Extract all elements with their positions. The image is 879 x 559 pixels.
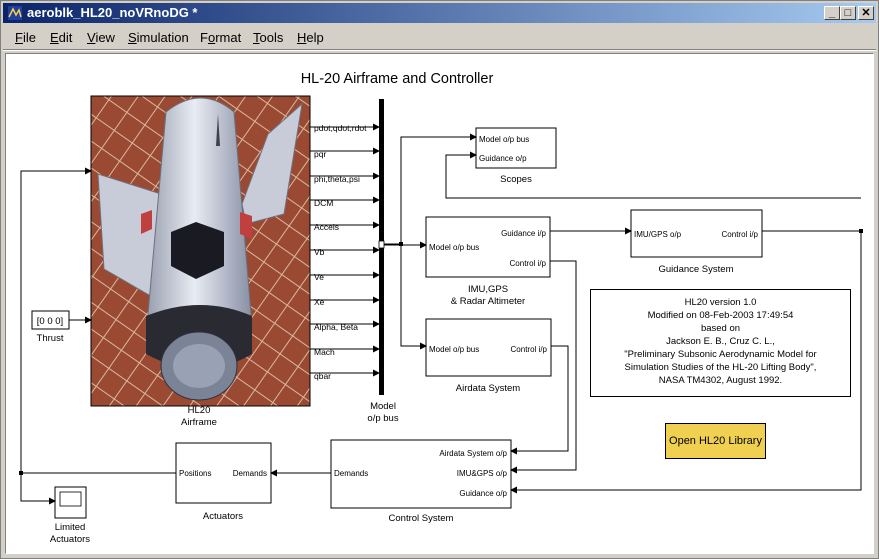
control-out-label: Airdata System o/p	[439, 449, 507, 458]
model-info-annotation: HL20 version 1.0 Modified on 08-Feb-2003…	[590, 289, 851, 397]
info-line: "Preliminary Subsonic Aerodynamic Model …	[624, 349, 817, 360]
bus-port-marker	[378, 240, 385, 249]
block-diagram: HL-20 Airframe and Controller HL20	[19, 71, 863, 545]
simulink-app-icon	[8, 6, 22, 20]
close-button[interactable]: ✕	[858, 6, 874, 20]
menu-file[interactable]: File	[15, 30, 36, 45]
control-out-label: Guidance o/p	[459, 489, 507, 498]
scopes-in-label: Model o/p bus	[479, 135, 529, 144]
imu-out-label: Control i/p	[510, 259, 547, 268]
scope-screen-icon	[59, 491, 82, 507]
info-line: Jackson E. B., Cruz C. L.,	[666, 336, 775, 347]
hl20-aircraft-image	[97, 97, 303, 401]
airframe-outputs: pdot,qdot,rdot pqr phi,theta,psi DCM Acc…	[310, 123, 380, 381]
control-in-label: Demands	[334, 469, 368, 478]
guidance-out-label: Control i/p	[722, 230, 759, 239]
airframe-out-label: Alpha, Beta	[314, 322, 358, 332]
branch-point	[859, 229, 863, 233]
model-canvas[interactable]: HL-20 Airframe and Controller HL20	[5, 53, 874, 554]
control-system-block[interactable]	[330, 439, 512, 509]
airframe-out-label: Mach	[314, 347, 335, 357]
signal-lines	[20, 133, 862, 505]
scopes-in-label: Guidance o/p	[479, 154, 527, 163]
limited-scope-name-line1: Limited	[55, 522, 86, 533]
menu-separator	[3, 49, 876, 51]
airdata-name: Airdata System	[456, 383, 520, 394]
guidance-name: Guidance System	[659, 264, 734, 275]
imu-name-line2: & Radar Altimeter	[451, 296, 525, 307]
menu-edit[interactable]: Edit	[50, 30, 73, 45]
bus-name-line1: Model	[370, 401, 396, 412]
info-line: NASA TM4302, August 1992.	[658, 375, 783, 386]
branch-point	[399, 242, 403, 246]
branch-point	[19, 471, 23, 475]
diagram-title: HL-20 Airframe and Controller	[301, 71, 494, 87]
airframe-name-line1: HL20	[188, 405, 211, 416]
maximize-button[interactable]: □	[840, 6, 856, 20]
airframe-out-label: Vb	[314, 247, 325, 257]
imu-out-label: Guidance i/p	[501, 229, 546, 238]
airframe-out-label: Ve	[314, 272, 324, 282]
actuators-name: Actuators	[203, 511, 243, 522]
actuators-out-label: Demands	[233, 469, 267, 478]
airframe-out-label: DCM	[314, 198, 333, 208]
thrust-value: [0 0 0]	[37, 316, 63, 327]
info-line: Modified on 08-Feb-2003 17:49:54	[647, 310, 794, 321]
control-name: Control System	[389, 513, 454, 524]
menu-view[interactable]: View	[87, 30, 115, 45]
menu-simulation[interactable]: Simulation	[128, 30, 189, 45]
title-bar[interactable]: aeroblk_HL20_noVRnoDG * _ □ ✕	[3, 3, 876, 23]
menu-format[interactable]: Format	[200, 30, 242, 45]
guidance-in-label: IMU/GPS o/p	[634, 230, 682, 239]
actuators-block[interactable]	[175, 442, 272, 504]
imu-name-line1: IMU,GPS	[468, 284, 508, 295]
airframe-out-label: pdot,qdot,rdot	[314, 123, 367, 133]
hl20-airframe-block[interactable]	[90, 95, 311, 407]
open-hl20-library-button[interactable]: Open HL20 Library	[665, 423, 766, 459]
airframe-out-label: Xe	[314, 297, 325, 307]
control-out-label: IMU&GPS o/p	[457, 469, 508, 478]
actuators-in-label: Positions	[179, 469, 211, 478]
imu-in-label: Model o/p bus	[429, 243, 479, 252]
menu-bar: File Edit View Simulation Format Tools H…	[3, 25, 876, 49]
scopes-block[interactable]	[475, 127, 557, 169]
minimize-button[interactable]: _	[824, 6, 840, 20]
airframe-out-label: phi,theta,psi	[314, 174, 360, 184]
info-line: based on	[700, 323, 741, 334]
airframe-name-line2: Airframe	[181, 417, 217, 428]
airdata-out-label: Control i/p	[511, 345, 548, 354]
airdata-in-label: Model o/p bus	[429, 345, 479, 354]
limited-scope-name-line2: Actuators	[50, 534, 90, 545]
menu-tools[interactable]: Tools	[253, 30, 284, 45]
thrust-name: Thrust	[37, 333, 64, 344]
info-line: Simulation Studies of the HL-20 Lifting …	[624, 362, 817, 373]
limited-actuators-scope-block[interactable]	[54, 486, 87, 519]
scopes-name: Scopes	[500, 174, 532, 185]
imu-gps-radar-block[interactable]	[425, 216, 551, 278]
menu-help[interactable]: Help	[297, 30, 324, 45]
window-title: aeroblk_HL20_noVRnoDG *	[27, 5, 198, 20]
airframe-out-label: Accels	[314, 222, 339, 232]
airframe-out-label: qbar	[314, 371, 331, 381]
airframe-out-label: pqr	[314, 149, 326, 159]
info-line: HL20 version 1.0	[684, 297, 757, 308]
bus-name-line2: o/p bus	[367, 413, 398, 424]
